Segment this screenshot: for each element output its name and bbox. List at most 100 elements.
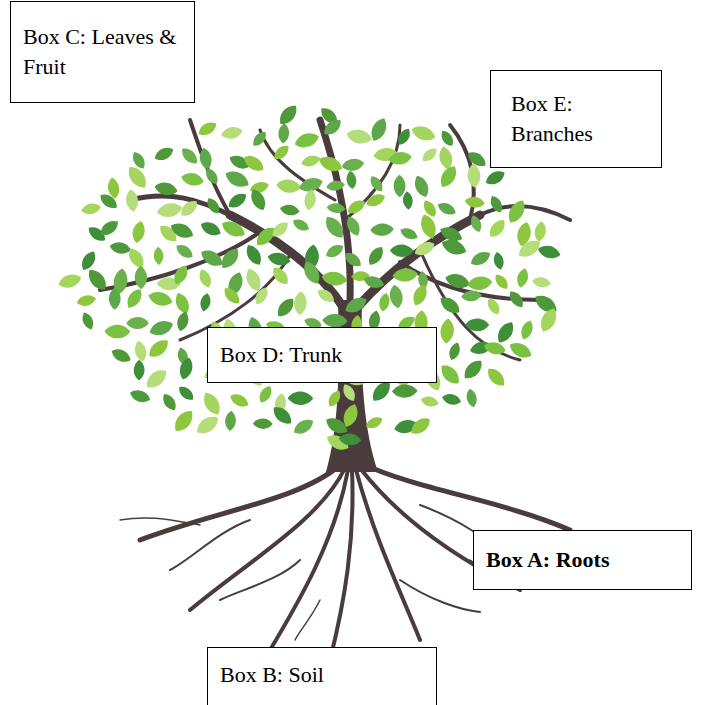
- leaf: [256, 383, 274, 405]
- root: [330, 470, 353, 660]
- leaf: [412, 173, 432, 199]
- leaf: [276, 102, 301, 128]
- root: [295, 600, 320, 640]
- leaf: [437, 361, 463, 387]
- leaf: [176, 383, 196, 403]
- leaf: [198, 246, 226, 270]
- tree-leaves: [57, 102, 562, 454]
- leaf: [294, 291, 308, 315]
- leaf: [344, 214, 363, 238]
- leaf: [441, 392, 462, 407]
- leaf: [467, 163, 481, 188]
- root: [140, 465, 340, 540]
- leaf: [97, 191, 120, 212]
- leaf: [134, 360, 145, 381]
- leaf: [326, 179, 346, 192]
- leaf: [109, 346, 133, 365]
- leaf: [271, 142, 292, 162]
- leaf: [340, 402, 361, 429]
- leaf: [438, 128, 456, 148]
- leaf: [274, 295, 298, 320]
- leaf: [109, 241, 132, 256]
- leaf: [362, 274, 385, 290]
- leaf: [178, 197, 201, 219]
- leaf: [147, 289, 175, 309]
- leaf: [436, 200, 458, 218]
- leaf: [444, 271, 472, 291]
- label-box: Box E: Branches: [490, 70, 662, 168]
- box-label: Box A: Roots: [486, 547, 679, 573]
- leaf: [128, 387, 152, 404]
- box-label: Box C: Leaves & Fruit: [23, 22, 182, 82]
- leaf: [300, 258, 323, 286]
- leaf: [326, 202, 345, 213]
- leaf: [390, 244, 414, 258]
- leaf: [364, 414, 385, 431]
- leaf: [248, 187, 269, 213]
- leaf: [402, 191, 413, 210]
- leaf: [483, 340, 508, 357]
- leaf: [124, 163, 150, 192]
- leaf: [226, 190, 250, 211]
- leaf: [180, 171, 205, 188]
- leaf: [345, 197, 368, 217]
- leaf: [387, 151, 412, 167]
- leaf: [300, 153, 322, 169]
- leaf: [219, 218, 248, 241]
- leaf: [168, 220, 196, 242]
- leaf: [345, 127, 373, 146]
- leaf: [269, 264, 291, 288]
- leaf: [447, 341, 462, 362]
- leaf: [345, 170, 357, 190]
- leaf: [439, 236, 468, 258]
- leaf: [130, 220, 146, 245]
- label-box: Box D: Trunk: [207, 327, 437, 383]
- leaf: [533, 220, 547, 242]
- leaf: [125, 188, 140, 212]
- leaf: [483, 168, 507, 188]
- leaf: [531, 276, 551, 289]
- leaf: [388, 284, 404, 310]
- leaf: [465, 318, 489, 331]
- leaf: [464, 195, 486, 208]
- leaf: [492, 272, 511, 292]
- leaf: [253, 418, 273, 429]
- leaf: [338, 433, 361, 447]
- leaf: [177, 356, 195, 381]
- leaf: [147, 318, 175, 339]
- leaf: [468, 213, 483, 233]
- leaf: [218, 245, 243, 272]
- leaf: [494, 319, 517, 346]
- leaf: [465, 388, 479, 408]
- root: [365, 465, 570, 530]
- leaf: [153, 247, 163, 266]
- leaf: [341, 157, 365, 172]
- leaf: [321, 213, 347, 242]
- leaf: [395, 126, 413, 147]
- leaf: [134, 266, 147, 290]
- leaf: [80, 202, 102, 216]
- leaf: [368, 116, 390, 144]
- leaf: [174, 242, 196, 261]
- leaf: [142, 366, 170, 393]
- leaf: [278, 123, 290, 144]
- root: [220, 560, 300, 600]
- leaf: [398, 225, 419, 242]
- leaf: [203, 166, 221, 186]
- leaf: [223, 167, 252, 190]
- leaf: [321, 270, 348, 287]
- leaf: [156, 201, 184, 219]
- leaf: [80, 311, 96, 332]
- leaf: [486, 216, 509, 240]
- leaf: [392, 267, 419, 283]
- leaf: [221, 285, 243, 307]
- leaf: [488, 194, 505, 215]
- leaf: [173, 291, 193, 316]
- leaf: [252, 285, 271, 307]
- root: [120, 518, 200, 525]
- leaf: [125, 245, 147, 271]
- leaf: [437, 293, 463, 317]
- root: [356, 470, 420, 640]
- leaf: [224, 410, 236, 431]
- leaf: [485, 296, 503, 317]
